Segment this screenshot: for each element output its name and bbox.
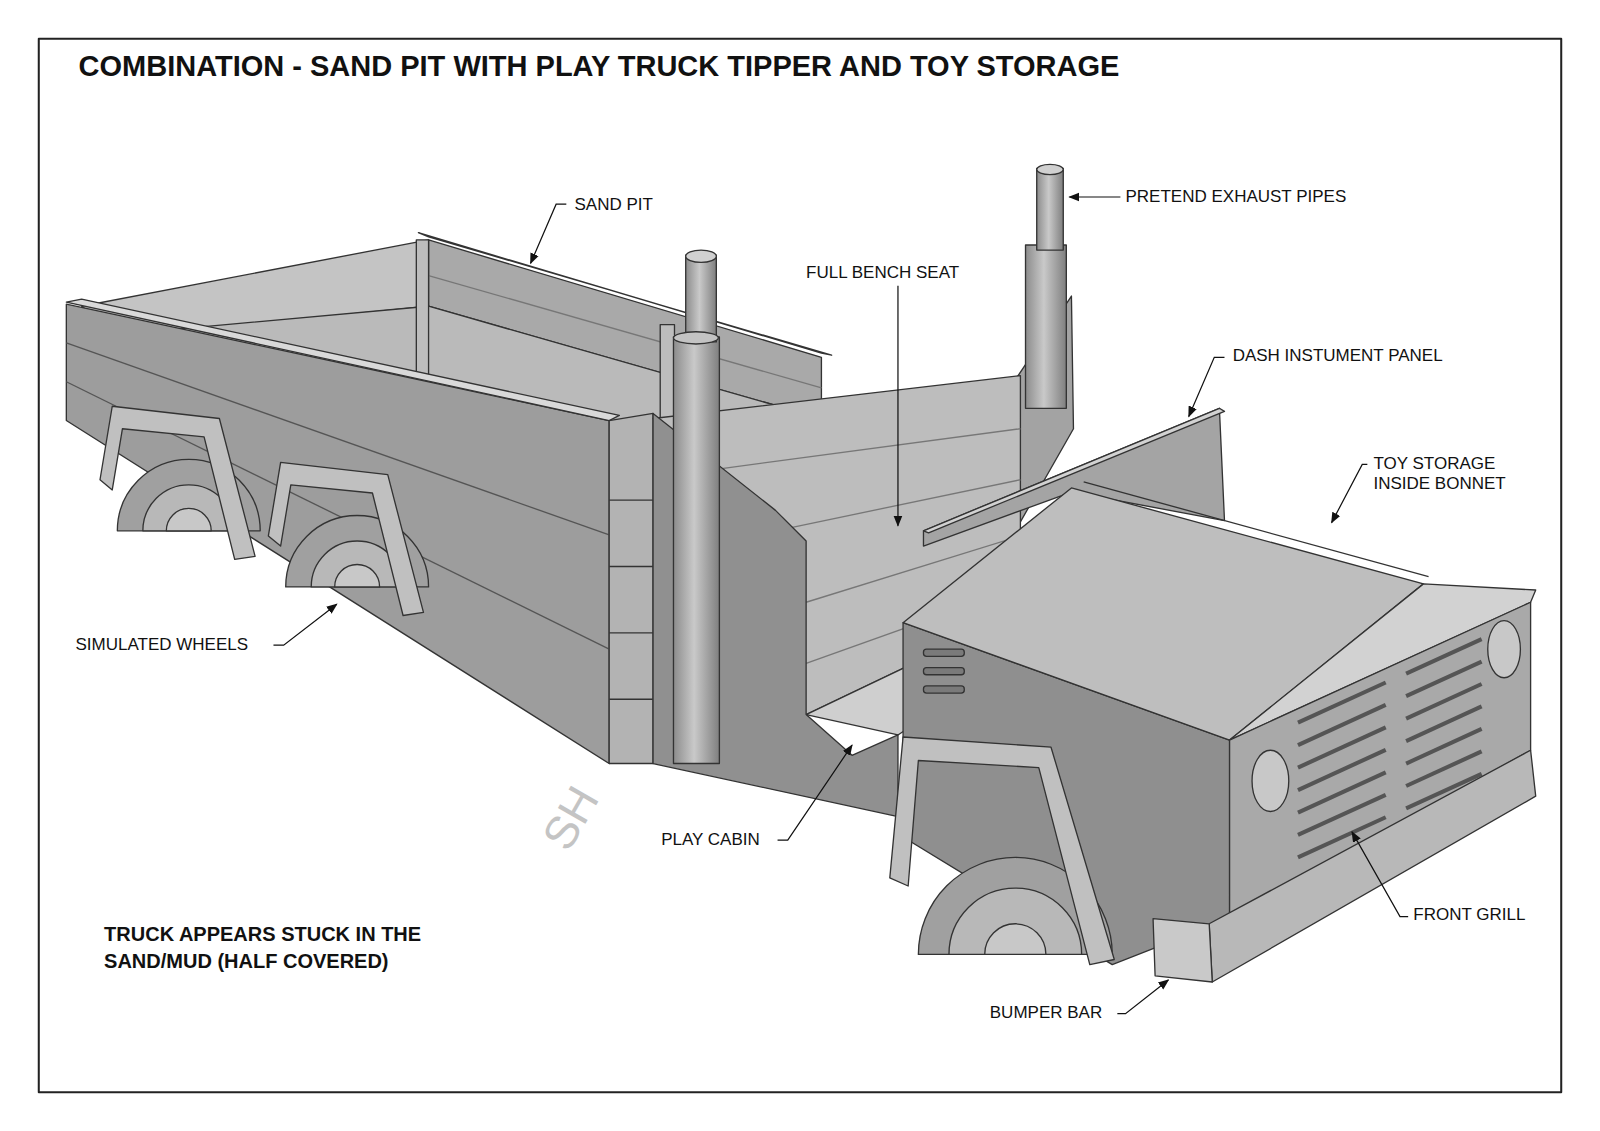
grill-slat xyxy=(1298,795,1386,835)
grill-slat xyxy=(1298,705,1386,745)
part-label: SIMULATED WHEELS xyxy=(76,635,249,655)
grill-slat xyxy=(1298,750,1386,790)
grill-slat xyxy=(1298,772,1386,812)
leader-lines xyxy=(273,197,1408,1014)
part-label: TOY STORAGE INSIDE BONNET xyxy=(1373,454,1552,495)
part-label: PLAY CABIN xyxy=(661,830,760,850)
part-label: BUMPER BAR xyxy=(990,1003,1102,1023)
truck-body xyxy=(39,39,1561,1092)
part-label: PRETEND EXHAUST PIPES xyxy=(1126,187,1347,207)
part-label: FULL BENCH SEAT xyxy=(806,263,959,283)
title: COMBINATION - SAND PIT WITH PLAY TRUCK T… xyxy=(79,49,1120,84)
part-label: FRONT GRILL xyxy=(1413,905,1525,925)
watermark: SH xyxy=(531,776,611,859)
part-label: DASH INSTUMENT PANEL xyxy=(1233,346,1443,366)
note: TRUCK APPEARS STUCK IN THE SAND/MUD (HAL… xyxy=(104,921,512,975)
part-label: SAND PIT xyxy=(574,195,652,215)
grill-slat xyxy=(1298,727,1386,767)
grill-slat xyxy=(1298,682,1386,722)
